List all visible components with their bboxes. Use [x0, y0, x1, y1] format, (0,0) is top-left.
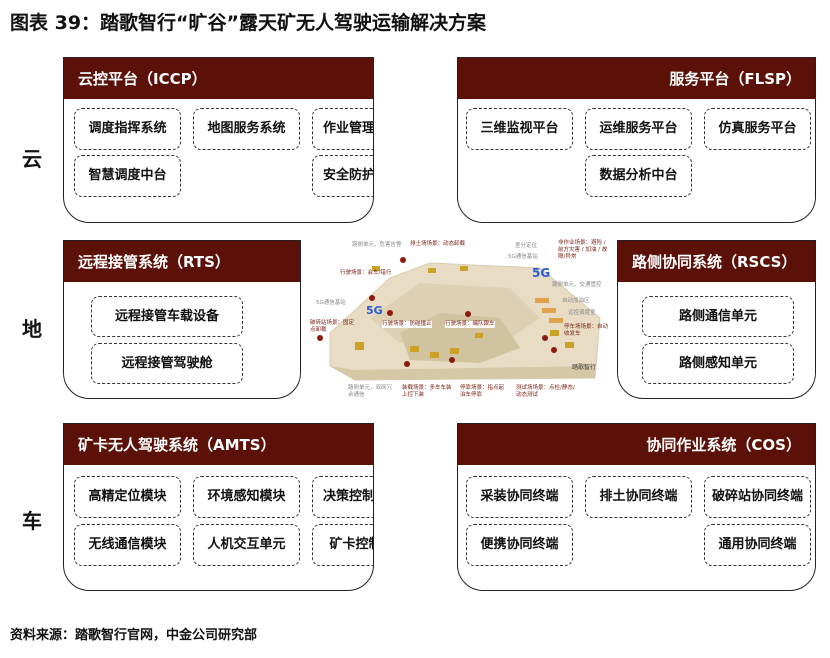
- module-box: 路侧感知单元: [642, 343, 794, 384]
- scene-label: 测试场场景：点检/静态/动态测试: [516, 385, 575, 399]
- panel-header: 服务平台（FLSP）: [458, 58, 815, 99]
- panel-header: 矿卡无人驾驶系统（AMTS）: [64, 424, 373, 465]
- panel-rscs: 路侧协同系统（RSCS） 路侧通信单元 路侧感知单元: [617, 240, 816, 399]
- scene-label: 远控调度室: [568, 310, 596, 316]
- module-box: 数据分析中台: [585, 155, 692, 197]
- panel-iccp: 云控平台（ICCP） 调度指挥系统 地图服务系统 作业管理系统 智慧调度中台 安…: [63, 57, 374, 223]
- module-box: 调度指挥系统: [74, 108, 181, 150]
- module-box: 排土协同终端: [585, 476, 692, 518]
- layer-label-cloud: 云: [22, 147, 42, 171]
- scene-label: 5G通信基站: [316, 300, 346, 306]
- scene-label: 非作业场景：避险 / 前方灾害 / 加油 / 故障/异常: [558, 240, 608, 261]
- figure-title: 图表 39：踏歌智行“旷谷”露天矿无人驾驶运输解决方案: [10, 12, 487, 34]
- module-box: 远程接管驾驶舱: [91, 343, 243, 384]
- module-box: 无线通信模块: [74, 524, 181, 566]
- mine-scene-illustration: 路侧单元，危害告警 排土场场景：动态卸载 差分定位 5G通信基站 非作业场景：避…: [310, 238, 610, 402]
- scene-label: 停车场场景：自动收发车: [564, 324, 609, 338]
- scene-label: 路侧单元，危害告警: [352, 242, 402, 248]
- scene-label: 路侧单元，双网冗余通信: [348, 385, 393, 399]
- company-logo: 踏歌智行: [572, 364, 597, 371]
- module-box: 高精定位模块: [74, 476, 181, 518]
- scene-label: 行驶场景：防碰撞止: [382, 321, 432, 329]
- scene-label: 行驶场景：编队跟车: [445, 321, 495, 329]
- module-box: 决策控制模块: [312, 476, 373, 518]
- 5g-badge-icon: 5G: [532, 266, 551, 280]
- panel-cos: 协同作业系统（COS） 采装协同终端 排土协同终端 破碎站协同终端 便携协同终端…: [457, 423, 816, 591]
- module-box: 矿卡控制器: [312, 524, 373, 566]
- scene-label: 行驶场景：会车/错行: [340, 270, 392, 276]
- scene-label: 装载场景：多车车装上控下装: [402, 385, 452, 399]
- scene-label: 停靠场景：指点起泊车停靠: [460, 385, 505, 399]
- module-box: 远程接管车载设备: [91, 296, 243, 337]
- scene-label: 5G通信基站: [508, 254, 538, 260]
- module-box: 路侧通信单元: [642, 296, 794, 337]
- panel-header: 协同作业系统（COS）: [458, 424, 815, 465]
- module-box: 破碎站协同终端: [704, 476, 811, 518]
- module-box: 采装协同终端: [466, 476, 573, 518]
- module-box: 环境感知模块: [193, 476, 300, 518]
- module-box: 人机交互单元: [193, 524, 300, 566]
- panel-rts: 远程接管系统（RTS） 远程接管车载设备 远程接管驾驶舱: [63, 240, 301, 399]
- module-box: 便携协同终端: [466, 524, 573, 566]
- scene-label: 差分定位: [515, 243, 538, 249]
- panel-header: 远程接管系统（RTS）: [64, 241, 300, 282]
- scene-label: 排土场场景：动态卸载: [410, 241, 466, 247]
- scene-label: 路侧单元，交通管控: [552, 282, 602, 288]
- scene-label: 自动加油区: [562, 298, 590, 304]
- layer-label-vehicle: 车: [22, 509, 42, 533]
- module-box: 运维服务平台: [585, 108, 692, 150]
- module-box: 作业管理系统: [312, 108, 373, 150]
- panel-amts: 矿卡无人驾驶系统（AMTS） 高精定位模块 环境感知模块 决策控制模块 无线通信…: [63, 423, 374, 591]
- source-note: 资料来源：踏歌智行官网，中金公司研究部: [10, 628, 258, 643]
- module-box: 通用协同终端: [704, 524, 811, 566]
- module-box: 三维监视平台: [466, 108, 573, 150]
- module-box: 安全防护中台: [312, 155, 373, 197]
- panel-header: 云控平台（ICCP）: [64, 58, 373, 99]
- 5g-badge-icon: 5G: [366, 304, 383, 317]
- scene-label: 破碎站场景：固定点卸载: [310, 320, 355, 334]
- panel-header: 路侧协同系统（RSCS）: [618, 241, 815, 282]
- module-box: 地图服务系统: [193, 108, 300, 150]
- module-box: 智慧调度中台: [74, 155, 181, 197]
- module-box: 仿真服务平台: [704, 108, 811, 150]
- panel-flsp: 服务平台（FLSP） 三维监视平台 运维服务平台 仿真服务平台 数据分析中台: [457, 57, 816, 223]
- layer-label-ground: 地: [22, 317, 42, 341]
